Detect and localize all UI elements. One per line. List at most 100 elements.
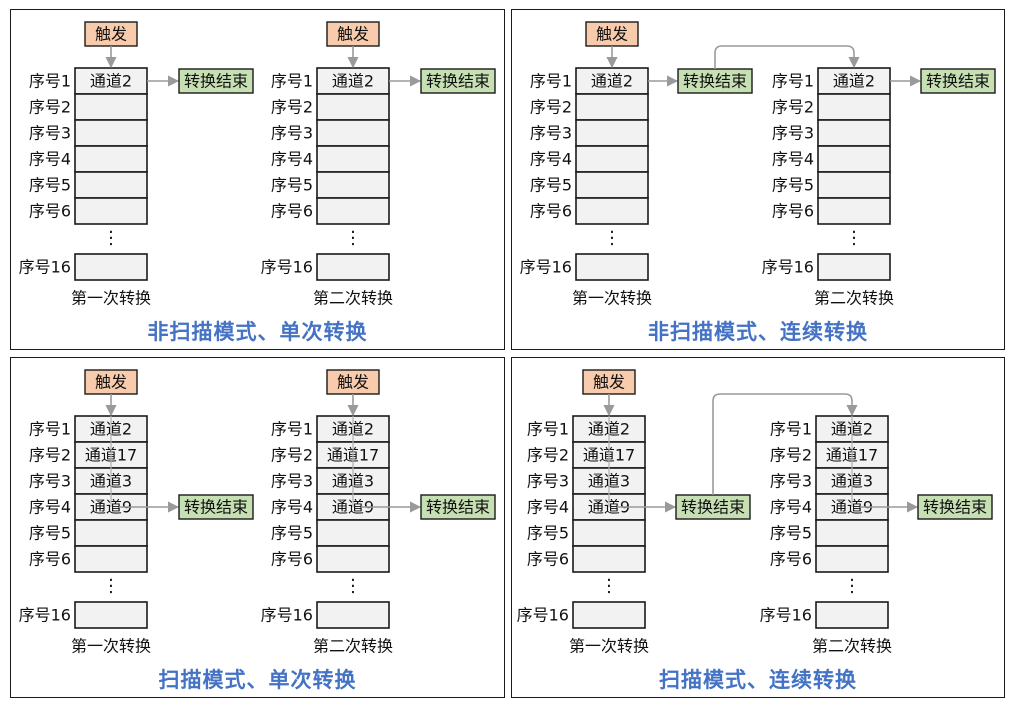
sequence-slot-2 <box>316 93 390 121</box>
ellipsis: ⋮ <box>344 228 362 249</box>
slot-label: 序号3 <box>271 124 313 143</box>
trigger-label: 触发 <box>337 373 369 392</box>
slot-label: 序号16 <box>520 258 572 277</box>
slot-label: 序号4 <box>772 150 814 169</box>
slot-label: 序号6 <box>527 550 569 569</box>
conversion-label: 第二次转换 <box>814 289 894 308</box>
sequence-slot-16 <box>815 601 889 629</box>
slot-label: 序号6 <box>530 202 572 221</box>
trigger-label: 触发 <box>95 25 127 44</box>
slot-label: 序号2 <box>29 98 71 117</box>
slot-label: 序号1 <box>527 420 569 439</box>
sequence-slot-16 <box>74 253 148 281</box>
conversion-label: 第一次转换 <box>569 637 649 656</box>
conversion-label: 第二次转换 <box>313 637 393 656</box>
conversion-label: 第二次转换 <box>812 637 892 656</box>
slot-label: 序号3 <box>527 472 569 491</box>
slot-label: 序号2 <box>530 98 572 117</box>
ellipsis: ⋮ <box>102 576 120 597</box>
sequence-slot-1 <box>817 67 891 95</box>
slot-label: 序号6 <box>271 202 313 221</box>
slot-label: 序号2 <box>527 446 569 465</box>
end-label: 转换结束 <box>426 72 490 91</box>
slot-label: 序号5 <box>527 524 569 543</box>
sequence-slot-3 <box>817 119 891 147</box>
sequence-slot-6 <box>74 197 148 225</box>
slot-label: 序号1 <box>29 72 71 91</box>
ellipsis: ⋮ <box>845 228 863 249</box>
sequence-slot-16 <box>316 601 390 629</box>
sequence-slot-5 <box>575 171 649 199</box>
slot-label: 序号4 <box>530 150 572 169</box>
panel-caption: 非扫描模式、单次转换 <box>147 320 368 344</box>
slot-label: 序号5 <box>530 176 572 195</box>
ellipsis: ⋮ <box>603 228 621 249</box>
trigger-box <box>582 369 636 395</box>
sequence-slot-5 <box>316 519 390 547</box>
trigger-box <box>585 21 639 47</box>
slot-label: 序号4 <box>527 498 569 517</box>
slot-label: 序号16 <box>517 606 569 625</box>
end-box <box>677 68 753 94</box>
slot-label: 序号1 <box>770 420 812 439</box>
sequence-slot-16 <box>74 601 148 629</box>
panel-caption: 非扫描模式、连续转换 <box>648 320 868 344</box>
slot-label: 序号3 <box>772 124 814 143</box>
sequence-slot-6 <box>316 545 390 573</box>
channel-label: 通道2 <box>90 72 132 91</box>
slot-label: 序号6 <box>29 550 71 569</box>
slot-label: 序号5 <box>770 524 812 543</box>
sequence-slot-5 <box>572 519 646 547</box>
slot-label: 序号1 <box>29 420 71 439</box>
panel-caption: 扫描模式、单次转换 <box>158 668 357 692</box>
trigger-label: 触发 <box>596 25 628 44</box>
sequence-slot-5 <box>815 519 889 547</box>
slot-label: 序号5 <box>772 176 814 195</box>
sequence-slot-6 <box>74 545 148 573</box>
slot-label: 序号4 <box>271 498 313 517</box>
end-box <box>178 494 254 520</box>
ellipsis: ⋮ <box>344 576 362 597</box>
slot-label: 序号2 <box>271 98 313 117</box>
slot-label: 序号1 <box>271 420 313 439</box>
sequence-slot-6 <box>572 545 646 573</box>
sequence-slot-3 <box>74 119 148 147</box>
sequence-slot-1 <box>316 67 390 95</box>
slot-label: 序号16 <box>19 606 71 625</box>
slot-label: 序号2 <box>770 446 812 465</box>
sequence-slot-2 <box>575 93 649 121</box>
end-label: 转换结束 <box>923 498 987 517</box>
end-box <box>917 494 993 520</box>
slot-label: 序号4 <box>29 498 71 517</box>
slot-label: 序号3 <box>770 472 812 491</box>
slot-label: 序号3 <box>530 124 572 143</box>
ellipsis: ⋮ <box>843 576 861 597</box>
end-box <box>420 68 496 94</box>
sequence-slot-6 <box>815 545 889 573</box>
loop-back-arrow <box>714 45 860 69</box>
sequence-slot-5 <box>817 171 891 199</box>
trigger-label: 触发 <box>337 25 369 44</box>
end-box <box>675 494 751 520</box>
sequence-slot-5 <box>74 519 148 547</box>
sequence-slot-4 <box>316 145 390 173</box>
end-box <box>178 68 254 94</box>
sequence-slot-5 <box>316 171 390 199</box>
trigger-label: 触发 <box>593 373 625 392</box>
slot-label: 序号16 <box>19 258 71 277</box>
conversion-label: 第一次转换 <box>572 289 652 308</box>
trigger-label: 触发 <box>95 373 127 392</box>
